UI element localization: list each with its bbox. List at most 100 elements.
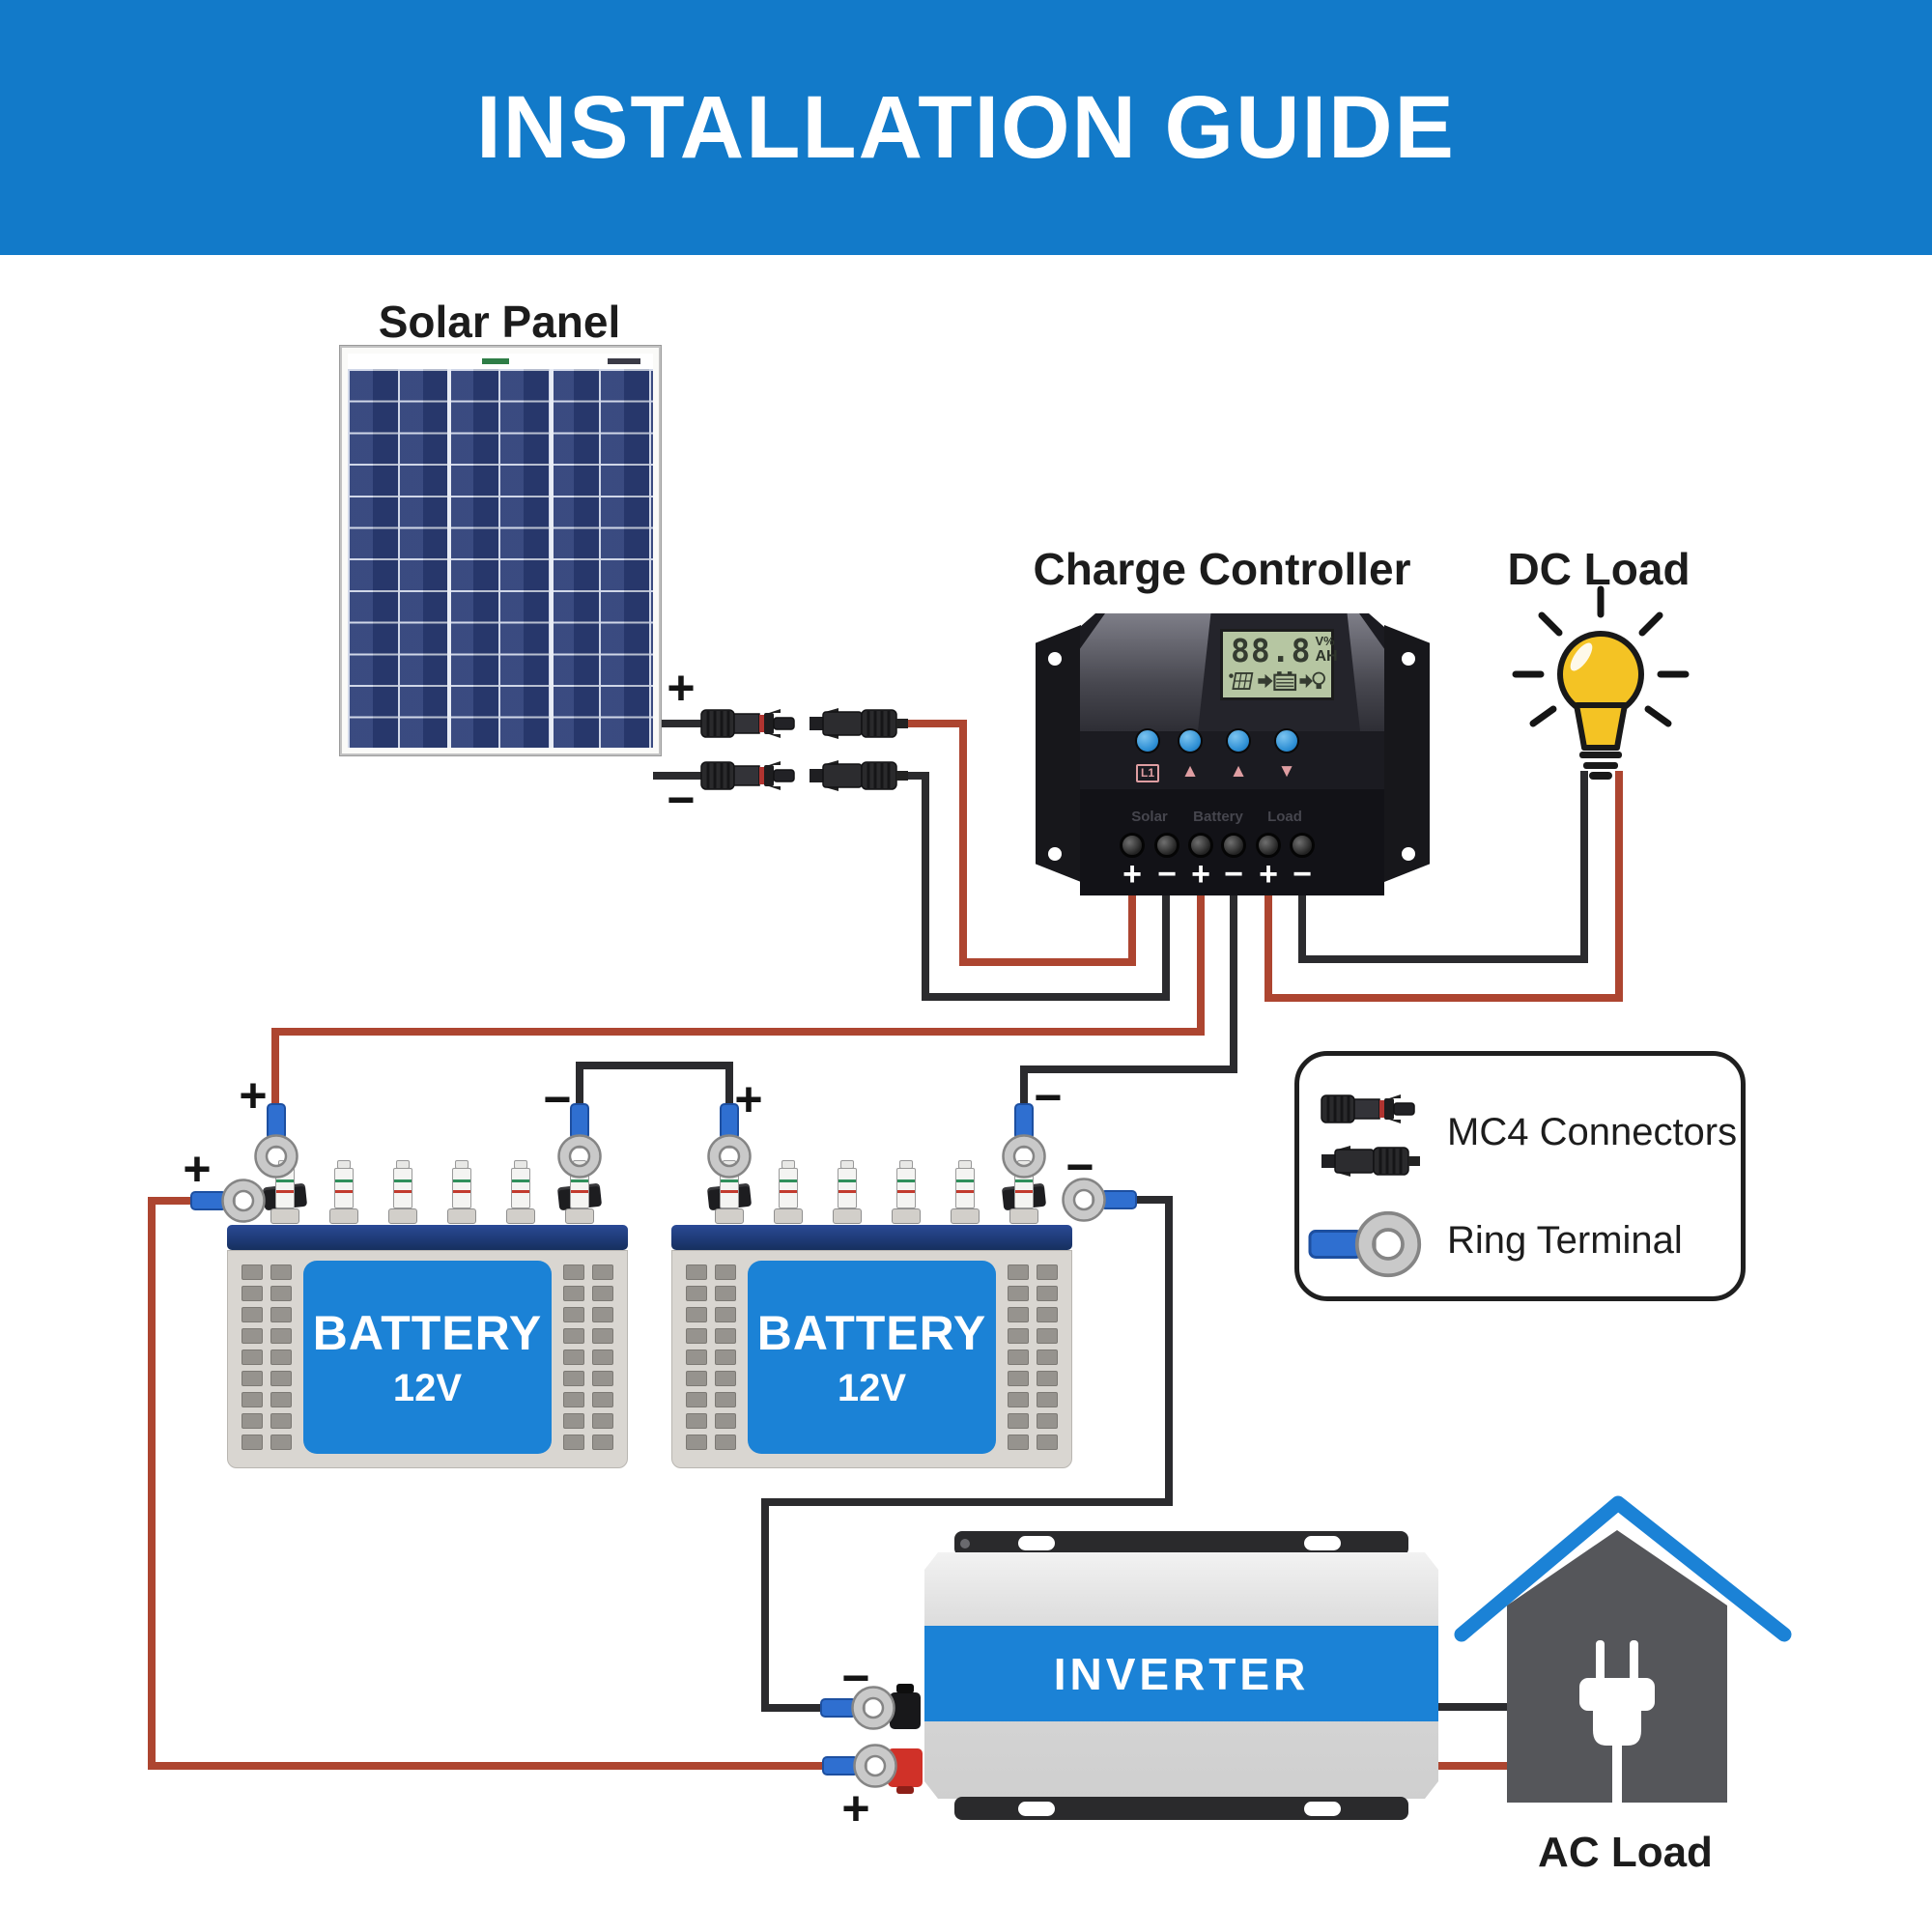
vent-slot bbox=[270, 1413, 292, 1429]
minus-label: − bbox=[667, 773, 696, 827]
battery-post bbox=[447, 1160, 476, 1224]
vent-slot bbox=[563, 1286, 584, 1301]
plus-label: + bbox=[183, 1142, 212, 1196]
terminal-sign: − bbox=[1224, 856, 1243, 893]
panel-divider bbox=[549, 369, 554, 748]
vent-slot bbox=[592, 1371, 613, 1386]
terminal-sign: − bbox=[1157, 856, 1177, 893]
terminal-group-battery: Battery bbox=[1193, 809, 1243, 825]
inverter-negative-wire bbox=[761, 1196, 1173, 1712]
lcd-unit-ah: AH bbox=[1315, 648, 1338, 665]
arrow-right-icon bbox=[1258, 673, 1273, 689]
legend-mc4-label: MC4 Connectors bbox=[1447, 1111, 1738, 1153]
battery-top-bar bbox=[671, 1225, 1072, 1250]
vent-slot bbox=[563, 1371, 584, 1386]
controller-battery-negative-wire bbox=[1020, 874, 1237, 1113]
vent-slot bbox=[242, 1328, 263, 1344]
vent-slot bbox=[715, 1328, 736, 1344]
battery-top-bar bbox=[227, 1225, 628, 1250]
header-banner: INSTALLATION GUIDE bbox=[0, 0, 1932, 255]
dc-load-label: DC Load bbox=[1507, 544, 1690, 594]
vent-slot bbox=[592, 1286, 613, 1301]
controller-button-1[interactable] bbox=[1135, 728, 1160, 753]
battery-post bbox=[774, 1160, 803, 1224]
battery-series-jumper-wire bbox=[576, 1062, 733, 1113]
controller-mount-bracket bbox=[1036, 625, 1081, 882]
vent-slot bbox=[715, 1392, 736, 1407]
solar-positive-wire bbox=[906, 720, 1136, 966]
vent-slot bbox=[270, 1307, 292, 1322]
vent-slot bbox=[715, 1371, 736, 1386]
inverter-mount-bracket bbox=[954, 1531, 1408, 1556]
battery-vent-grid bbox=[680, 1261, 742, 1456]
inverter-label: INVERTER bbox=[1053, 1648, 1310, 1699]
vent-slot bbox=[686, 1435, 707, 1450]
vent-slot bbox=[270, 1435, 292, 1450]
bulb-icon bbox=[1312, 671, 1325, 690]
battery-post bbox=[329, 1160, 358, 1224]
controller-button-2[interactable] bbox=[1178, 728, 1203, 753]
vent-slot bbox=[1008, 1328, 1029, 1344]
inverter-positive-wire bbox=[148, 1197, 833, 1770]
charge-controller: 88.8 V% AH bbox=[1024, 612, 1430, 898]
bracket-notch bbox=[1018, 1536, 1055, 1550]
vent-slot bbox=[686, 1350, 707, 1365]
vent-slot bbox=[270, 1328, 292, 1344]
arrow-right-icon bbox=[1299, 673, 1313, 689]
vent-slot bbox=[270, 1286, 292, 1301]
terminal-sign: − bbox=[1293, 856, 1312, 893]
vent-slot bbox=[1008, 1307, 1029, 1322]
battery-name: BATTERY bbox=[312, 1305, 543, 1360]
vent-slot bbox=[242, 1307, 263, 1322]
vent-slot bbox=[242, 1371, 263, 1386]
vent-slot bbox=[1008, 1435, 1029, 1450]
controller-button-4[interactable] bbox=[1274, 728, 1299, 753]
up-arrow-icon: ▲ bbox=[1229, 761, 1248, 781]
terminal-load-positive bbox=[1256, 833, 1281, 858]
lcd-unit-volts: V% bbox=[1315, 634, 1335, 648]
vent-slot bbox=[592, 1307, 613, 1322]
page-title: INSTALLATION GUIDE bbox=[476, 78, 1456, 177]
plus-label: + bbox=[667, 661, 696, 715]
vent-slot bbox=[270, 1350, 292, 1365]
battery-post bbox=[892, 1160, 921, 1224]
vent-slot bbox=[563, 1413, 584, 1429]
solar-negative-wire bbox=[904, 772, 1170, 1001]
vent-slot bbox=[270, 1264, 292, 1280]
controller-button-3[interactable] bbox=[1226, 728, 1251, 753]
battery-2: BATTERY 12V bbox=[671, 1154, 1072, 1468]
battery-vent-grid bbox=[557, 1261, 619, 1456]
terminal-battery-negative bbox=[1221, 833, 1246, 858]
terminal-load-negative bbox=[1290, 833, 1315, 858]
vent-slot bbox=[242, 1435, 263, 1450]
vent-slot bbox=[715, 1264, 736, 1280]
sun-icon bbox=[1229, 673, 1234, 678]
charge-controller-label: Charge Controller bbox=[1033, 544, 1411, 594]
battery-voltage: 12V bbox=[837, 1366, 907, 1409]
vent-slot bbox=[563, 1307, 584, 1322]
vent-slot bbox=[592, 1435, 613, 1450]
battery-body: BATTERY 12V bbox=[671, 1250, 1072, 1468]
vent-slot bbox=[592, 1328, 613, 1344]
solar-panel-cells bbox=[348, 369, 653, 748]
vent-slot bbox=[1037, 1264, 1058, 1280]
vent-slot bbox=[686, 1413, 707, 1429]
plus-label: + bbox=[239, 1068, 268, 1122]
vent-slot bbox=[1008, 1286, 1029, 1301]
solar-panel bbox=[339, 345, 662, 756]
battery-vent-grid bbox=[236, 1261, 298, 1456]
solar-panel-top-strip bbox=[348, 354, 653, 369]
lcd-value: 88.8 bbox=[1231, 632, 1312, 669]
battery-body: BATTERY 12V bbox=[227, 1250, 628, 1468]
vent-slot bbox=[270, 1392, 292, 1407]
inverter: INVERTER bbox=[924, 1552, 1438, 1799]
vent-slot bbox=[686, 1371, 707, 1386]
battery-1: BATTERY 12V bbox=[227, 1154, 628, 1468]
plus-label: + bbox=[841, 1781, 870, 1835]
vent-slot bbox=[592, 1392, 613, 1407]
vent-slot bbox=[1008, 1392, 1029, 1407]
up-arrow-icon: ▲ bbox=[1180, 761, 1200, 781]
terminal-solar-negative bbox=[1154, 833, 1179, 858]
inverter-band: INVERTER bbox=[924, 1626, 1438, 1721]
vent-slot bbox=[242, 1286, 263, 1301]
